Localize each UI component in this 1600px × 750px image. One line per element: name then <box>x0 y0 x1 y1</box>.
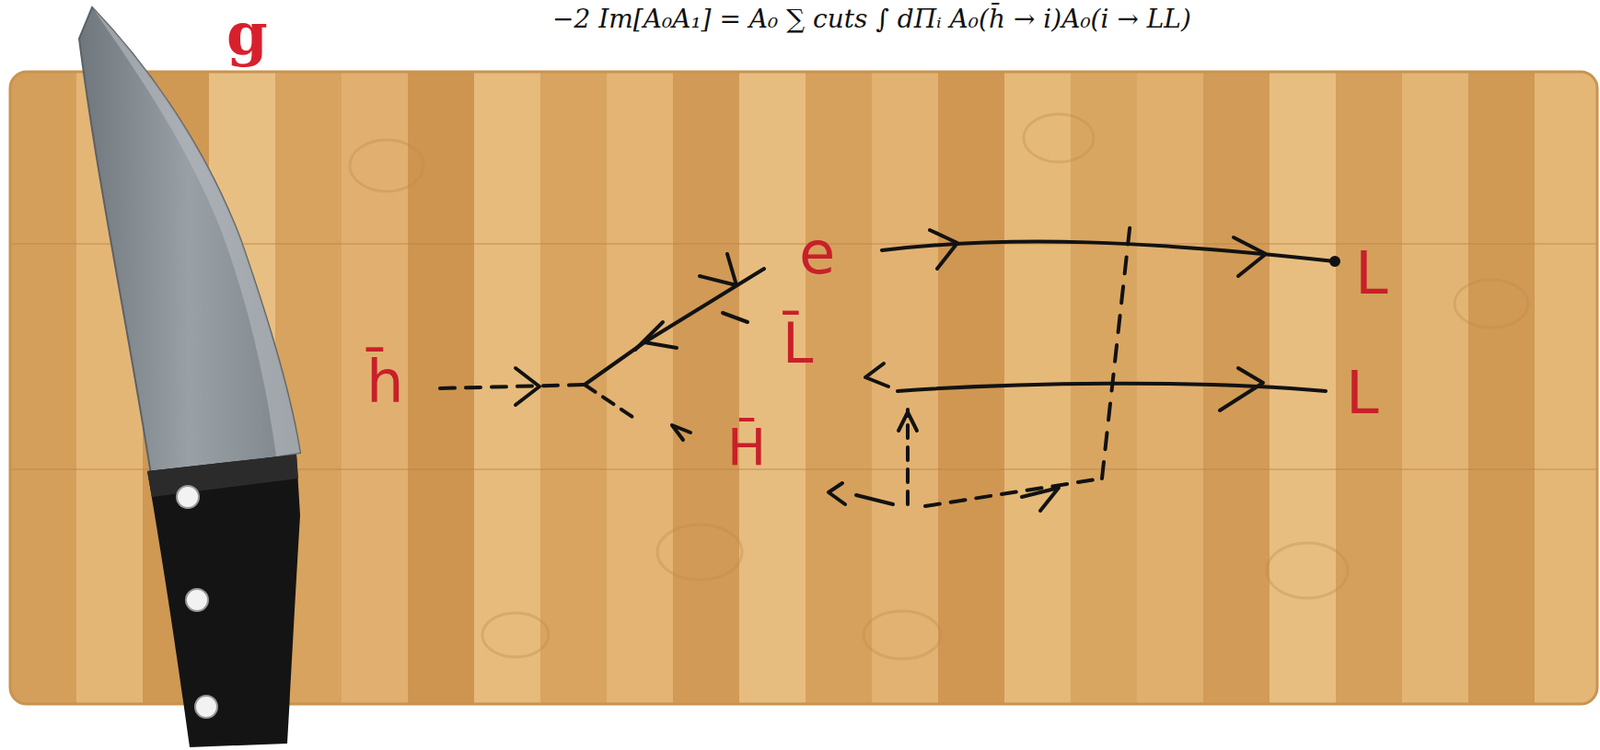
particle-label: L̄ <box>782 313 813 374</box>
particle-label: h̄ <box>366 349 405 415</box>
title-fragment: g <box>226 1 268 67</box>
particle-label: L <box>1345 360 1380 426</box>
particle-label: H̄ <box>727 418 766 476</box>
formula: −2 Im[A₀A₁] = A₀ ∑ cuts ∫ dΠᵢ A₀(h̄ → i)… <box>552 5 1192 35</box>
particle-label: e <box>799 220 835 286</box>
particle-label: L <box>1355 241 1389 306</box>
feynman-diagram <box>440 220 1339 511</box>
knife <box>79 7 301 748</box>
